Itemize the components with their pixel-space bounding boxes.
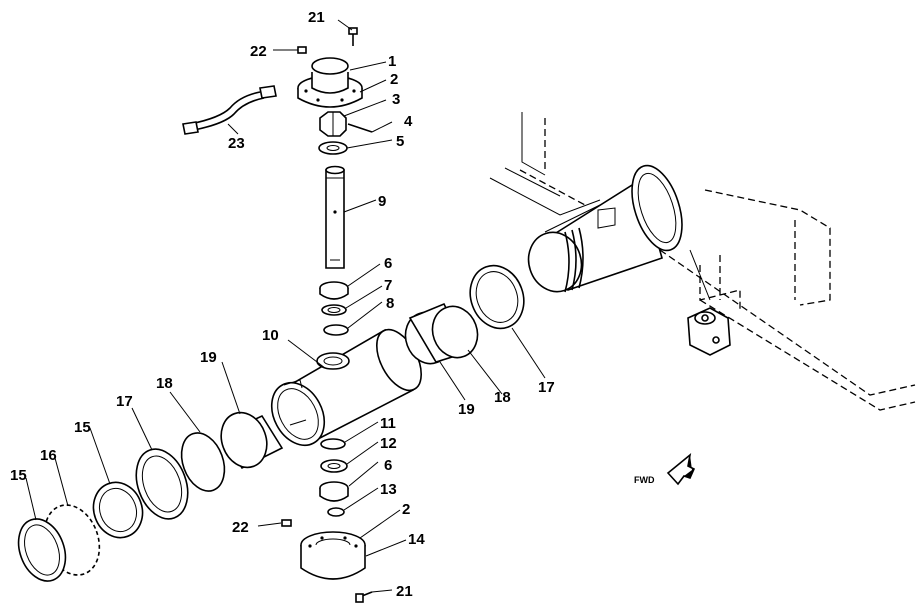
callout-19-right: 19 [458,401,475,418]
callout-2-bottom: 2 [402,501,410,518]
callout-13: 13 [380,481,397,498]
fwd-direction-arrow [666,453,696,486]
callout-18-right: 18 [494,389,511,406]
callout-17-left: 17 [116,393,133,410]
callout-8: 8 [386,295,394,312]
callout-14: 14 [408,531,425,548]
callout-15-b: 15 [10,467,27,484]
leader-lines [25,19,546,593]
callout-16: 16 [40,447,57,464]
mounting-bracket [687,307,731,356]
hull-outline [489,112,916,411]
right-bushings [404,264,525,365]
fwd-label: FWD [634,475,655,485]
callout-2-top: 2 [390,71,398,88]
callout-7: 7 [384,277,392,294]
callout-labels: 21 22 1 2 3 4 5 23 9 6 7 8 10 19 18 17 1… [10,9,655,600]
pivot-shaft [325,165,345,269]
callout-17-right: 17 [538,379,555,396]
cap-assembly [297,27,373,155]
callout-23: 23 [228,135,245,152]
callout-11: 11 [380,415,396,432]
callout-21-bottom: 21 [396,583,413,600]
callout-1: 1 [388,53,396,70]
callout-21-top: 21 [308,9,325,26]
callout-22-bottom: 22 [232,519,249,536]
callout-3: 3 [392,91,400,108]
callout-19-left: 19 [200,349,217,366]
callout-6-top: 6 [384,255,392,272]
callout-9: 9 [378,193,386,210]
callout-18-left: 18 [156,375,173,392]
callout-4: 4 [404,113,413,130]
lower-bearing-stack [281,438,373,603]
callout-22-top: 22 [250,43,267,60]
callout-6-bottom: 6 [384,457,392,474]
upper-bearing-stack [319,281,349,336]
callout-12: 12 [380,435,397,452]
hull-sleeve-tube [527,164,683,293]
callout-10: 10 [262,327,279,344]
left-bushings [17,411,284,582]
ground-cable [182,85,277,135]
callout-5: 5 [396,133,404,150]
main-housing [270,328,422,447]
callout-15-a: 15 [74,419,91,436]
